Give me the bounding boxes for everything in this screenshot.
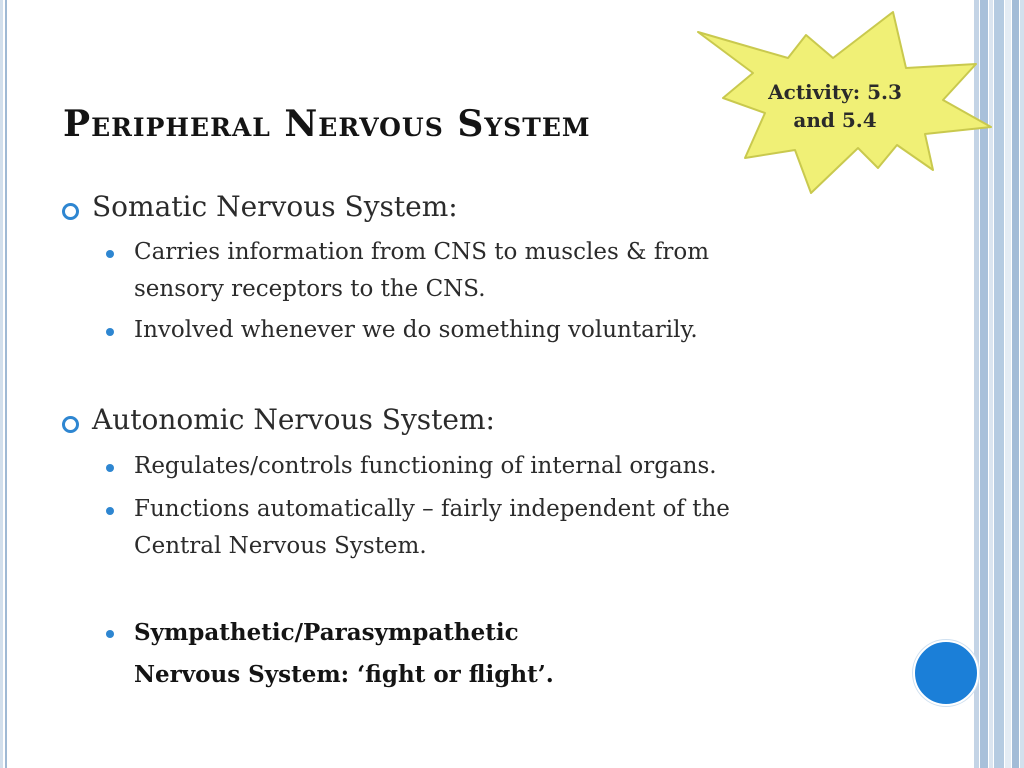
dot-bullet-icon — [106, 464, 114, 472]
bullet-text-line: Central Nervous System. — [134, 533, 427, 559]
bullet-text-line: Regulates/controls functioning of intern… — [134, 453, 717, 479]
bullet-point: Functions automatically – fairly indepen… — [134, 491, 874, 565]
bullet-text-line: Sympathetic/Parasympathetic — [134, 619, 519, 646]
callout-line-1: Activity: 5.3 — [768, 80, 902, 104]
dot-bullet-icon — [106, 507, 114, 515]
slide-title: Peripheral Nervous System — [63, 103, 591, 145]
bullet-text-line: Carries information from CNS to muscles … — [134, 239, 709, 265]
activity-callout: Activity: 5.3 and 5.4 — [693, 10, 993, 195]
bullet-point: Involved whenever we do something volunt… — [134, 312, 874, 349]
left-border-decoration — [0, 0, 9, 768]
bullet-point: Carries information from CNS to muscles … — [134, 234, 874, 308]
decorative-circle — [913, 640, 979, 706]
bullet-point-emphasis: Sympathetic/Parasympathetic Nervous Syst… — [134, 612, 874, 696]
ring-bullet-icon — [62, 203, 79, 220]
callout-line-2: and 5.4 — [793, 108, 877, 132]
bullet-text-line: Nervous System: ‘fight or flight’. — [134, 661, 554, 688]
dot-bullet-icon — [106, 630, 114, 638]
starburst-shape — [697, 11, 992, 194]
bullet-text-line: Involved whenever we do something volunt… — [134, 317, 698, 343]
dot-bullet-icon — [106, 250, 114, 258]
bullet-text-line: Functions automatically – fairly indepen… — [134, 496, 730, 522]
section-heading-somatic: Somatic Nervous System: — [92, 190, 458, 223]
right-stripe-decoration — [974, 0, 1024, 768]
callout-text: Activity: 5.3 and 5.4 — [745, 78, 925, 134]
ring-bullet-icon — [62, 416, 79, 433]
dot-bullet-icon — [106, 328, 114, 336]
bullet-point: Regulates/controls functioning of intern… — [134, 448, 874, 485]
bullet-text-line: sensory receptors to the CNS. — [134, 276, 486, 302]
section-heading-autonomic: Autonomic Nervous System: — [92, 403, 495, 436]
